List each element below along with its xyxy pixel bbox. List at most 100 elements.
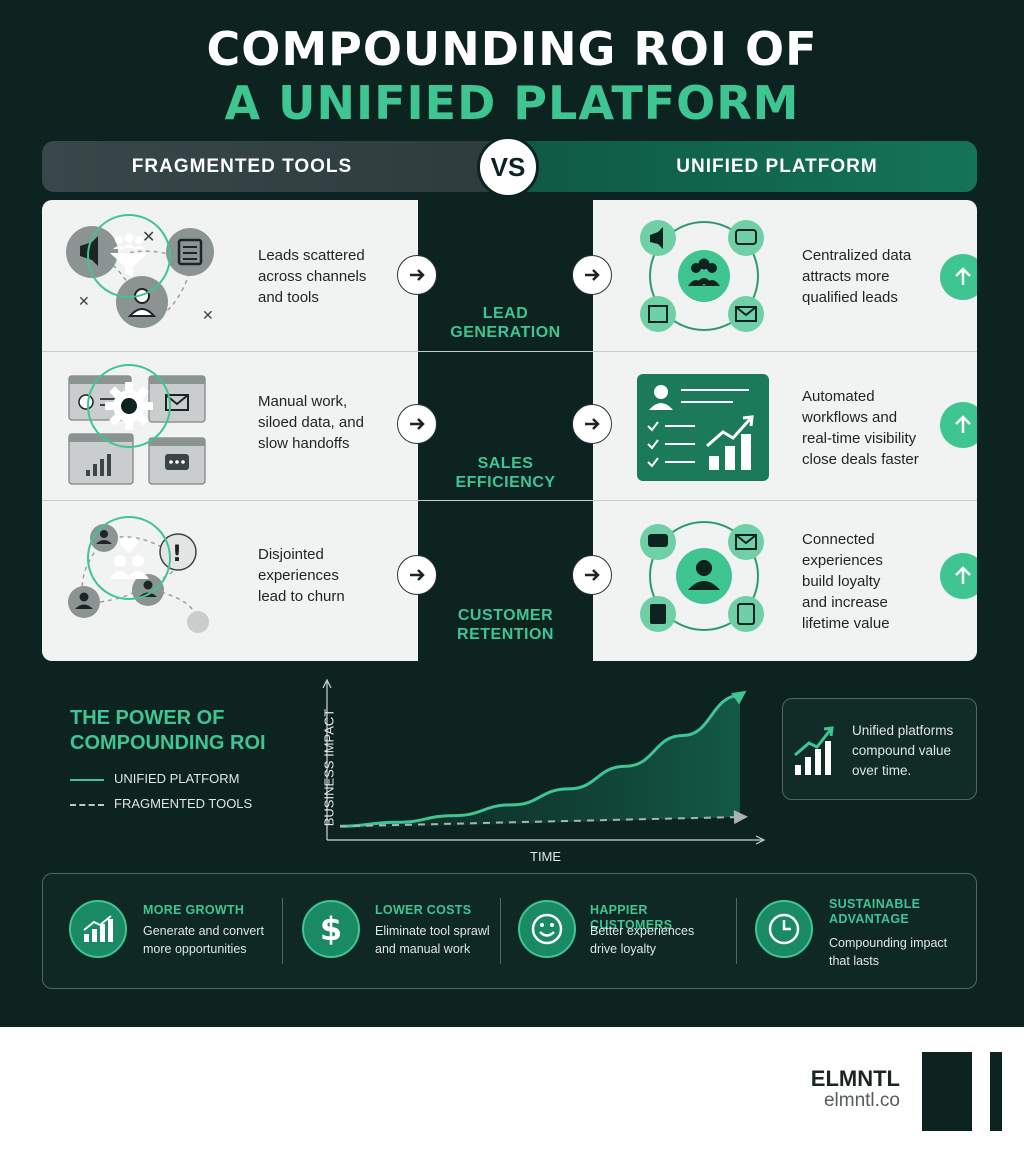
- x-axis-arrow: [755, 835, 766, 845]
- text-line: build loyalty: [802, 573, 881, 590]
- series-arrowhead-unified: [731, 690, 747, 705]
- text-line: that lasts: [829, 954, 880, 968]
- legend-solid-line: [70, 778, 104, 781]
- text-line: and tools: [258, 289, 319, 306]
- text-line: Compounding impact: [829, 936, 948, 950]
- benefit-desc: Compounding impact that lasts: [829, 934, 947, 970]
- text-line: Centralized data: [802, 247, 912, 264]
- arrow-up-icon: [940, 254, 977, 300]
- title-line: COMPOUNDING ROI: [70, 732, 266, 754]
- dollar-icon: $: [302, 900, 360, 958]
- y-axis-label: BUSINESS IMPACT: [321, 708, 337, 827]
- benefits-box: MORE GROWTH Generate and convert more op…: [42, 873, 977, 989]
- title-line: ADVANTAGE: [829, 912, 910, 926]
- text-line: and increase: [802, 594, 888, 611]
- fragmented-text-row-1: Leads scattered across channels and tool…: [258, 245, 366, 308]
- benefit-desc: Better experiences drive loyalty: [590, 922, 694, 958]
- brand-logo-mark: [922, 1052, 972, 1131]
- row-divider: [42, 351, 977, 352]
- legend-label: UNIFIED PLATFORM: [114, 771, 240, 786]
- unified-text-row-3: Connected experiences build loyalty and …: [802, 529, 890, 634]
- clock-icon: [755, 900, 813, 958]
- label-line: EFFICIENCY: [455, 474, 556, 491]
- page-title: COMPOUNDING ROI OF A UNIFIED PLATFORM: [0, 22, 1024, 130]
- benefit-title: LOWER COSTS: [375, 903, 471, 918]
- text-line: experiences: [802, 552, 883, 569]
- benefit-title: SUSTAINABLE ADVANTAGE: [829, 897, 920, 927]
- label-line: CUSTOMER: [457, 607, 554, 624]
- funnel-icon: [87, 214, 171, 298]
- arrow-right-icon: [572, 404, 612, 444]
- series-arrowhead-fragmented: [733, 810, 748, 825]
- stage-label-sales-efficiency: SALES EFFICIENCY: [418, 454, 593, 492]
- text-line: slow handoffs: [258, 435, 350, 452]
- note-text: Unified platforms compound value over ti…: [852, 721, 972, 781]
- text-line: qualified leads: [802, 289, 898, 306]
- arrow-right-icon: [397, 555, 437, 595]
- text-line: Disjointed: [258, 546, 324, 563]
- power-title: THE POWER OF COMPOUNDING ROI: [70, 706, 266, 756]
- arrow-right-icon: [397, 404, 437, 444]
- title-line: THE POWER OF: [70, 707, 225, 729]
- title-line: HAPPIER CUSTOMERS: [590, 903, 673, 932]
- series-line-unified: [339, 693, 741, 828]
- text-line: compound value: [852, 743, 952, 758]
- arrow-up-icon: [940, 402, 977, 448]
- arrow-right-icon: [572, 555, 612, 595]
- centralized-hub-icon: [640, 220, 764, 332]
- svg-text:!: !: [172, 542, 182, 567]
- separator: [282, 898, 283, 964]
- arrow-right-icon: [397, 255, 437, 295]
- arrow-right-icon: [572, 255, 612, 295]
- benefit-title: MORE GROWTH: [143, 903, 244, 918]
- note-box: Unified platforms compound value over ti…: [782, 698, 977, 800]
- label-line: RETENTION: [457, 626, 554, 643]
- text-line: Eliminate tool sprawl: [375, 924, 490, 938]
- text-line: Connected: [802, 531, 875, 548]
- brand-logo-mark: [990, 1052, 1002, 1131]
- y-axis-arrow: [322, 678, 332, 689]
- label-line: GENERATION: [450, 324, 561, 341]
- growth-chart-icon: [69, 900, 127, 958]
- text-line: over time.: [852, 763, 912, 778]
- fragmented-tools-header: FRAGMENTED TOOLS: [131, 156, 353, 177]
- unified-platform-header: UNIFIED PLATFORM: [676, 156, 878, 177]
- stage-label-customer-retention: CUSTOMER RETENTION: [418, 606, 593, 644]
- benefit-desc: Generate and convert more opportunities: [143, 922, 264, 958]
- legend-unified: UNIFIED PLATFORM: [70, 771, 239, 786]
- text-line: Better experiences: [590, 924, 695, 938]
- heart-people-icon: [87, 516, 171, 600]
- unified-text-row-2: Automated workflows and real-time visibi…: [802, 386, 919, 470]
- x-axis-label: TIME: [530, 849, 562, 864]
- comparison-panel: ✕ ✕ ✕ Leads scattered across channels an…: [42, 200, 977, 661]
- gear-icon: [87, 364, 171, 448]
- legend-fragmented: FRAGMENTED TOOLS: [70, 796, 252, 811]
- svg-text:✕: ✕: [202, 308, 214, 324]
- label-line: SALES: [477, 455, 534, 472]
- fragmented-text-row-2: Manual work, siloed data, and slow hando…: [258, 391, 364, 454]
- unified-text-row-1: Centralized data attracts more qualified…: [802, 245, 911, 308]
- brand-name: ELMNTL: [810, 1066, 900, 1091]
- text-line: more opportunities: [143, 942, 247, 956]
- text-line: attracts more: [802, 268, 890, 285]
- text-line: across channels: [258, 268, 367, 285]
- benefit-lower-costs: $ LOWER COSTS Eliminate tool sprawl and …: [302, 874, 502, 990]
- legend-label: FRAGMENTED TOOLS: [114, 796, 253, 811]
- text-line: Unified platforms: [852, 723, 954, 738]
- separator: [500, 898, 501, 964]
- benefit-sustainable-advantage: SUSTAINABLE ADVANTAGE Compounding impact…: [755, 874, 965, 990]
- text-line: real-time visibility: [802, 430, 917, 447]
- text-line: and manual work: [375, 942, 471, 956]
- text-line: Manual work,: [258, 393, 348, 410]
- separator: [736, 898, 737, 964]
- title-line-1: COMPOUNDING ROI OF: [206, 22, 818, 76]
- title-line: SUSTAINABLE: [829, 897, 921, 911]
- title-line: MORE GROWTH: [143, 903, 245, 917]
- svg-text:✕: ✕: [78, 294, 90, 310]
- automated-dashboard-icon: [637, 374, 769, 481]
- text-line: close deals faster: [802, 451, 919, 468]
- arrow-up-icon: [940, 553, 977, 599]
- growth-chart-icon: [794, 726, 834, 775]
- text-line: experiences: [258, 567, 339, 584]
- vs-badge: VS: [477, 136, 539, 198]
